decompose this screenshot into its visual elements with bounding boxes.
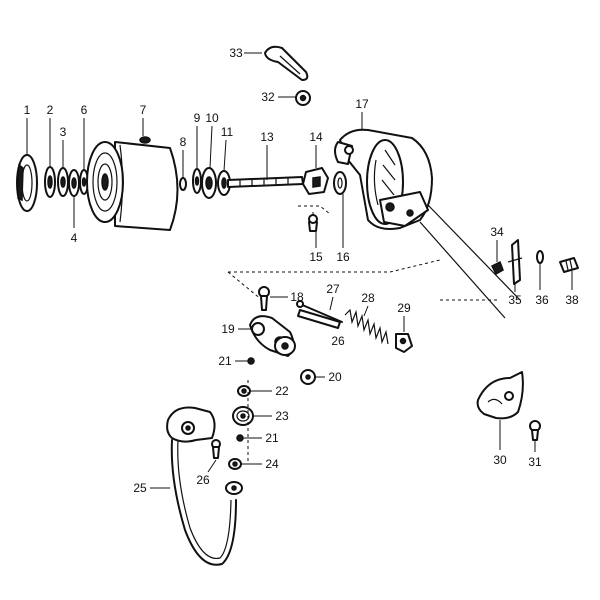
label-21b: 21 xyxy=(265,431,279,445)
dashed-guide-15 xyxy=(298,205,331,215)
part-13-main-shaft xyxy=(227,176,304,188)
label-13: 13 xyxy=(260,130,274,144)
part-14-pinion xyxy=(302,167,329,195)
part-7-spool xyxy=(86,136,179,231)
label-32: 32 xyxy=(261,90,275,104)
label-26-lower: 26 xyxy=(196,473,210,487)
label-31: 31 xyxy=(528,455,542,469)
label-36: 36 xyxy=(535,293,549,307)
part-16-bearing xyxy=(333,171,347,195)
label-27: 27 xyxy=(326,282,340,296)
label-15: 15 xyxy=(309,250,323,264)
label-6: 6 xyxy=(81,103,88,117)
label-38: 38 xyxy=(565,293,579,307)
part-27-rod xyxy=(296,300,343,323)
part-30-cover xyxy=(476,371,524,420)
label-24: 24 xyxy=(265,457,279,471)
label-29: 29 xyxy=(397,301,411,315)
part-26-pin-upper xyxy=(297,309,341,329)
label-14: 14 xyxy=(309,130,323,144)
label-28: 28 xyxy=(361,291,375,305)
label-8: 8 xyxy=(180,135,187,149)
label-18: 18 xyxy=(290,290,304,304)
label-21a: 21 xyxy=(218,354,232,368)
dashed-guide-upper xyxy=(228,259,441,273)
label-22: 22 xyxy=(275,384,289,398)
bail-assembly xyxy=(166,259,500,566)
part-35-stopper xyxy=(507,239,523,285)
part-9-washer xyxy=(192,168,202,194)
part-1-drag-knob xyxy=(16,154,38,212)
label-25: 25 xyxy=(133,481,147,495)
label-34: 34 xyxy=(490,225,504,239)
label-33: 33 xyxy=(229,46,243,60)
part-3-drag-washer xyxy=(57,167,69,197)
label-26-upper: 26 xyxy=(331,334,345,348)
part-25-bail-wire xyxy=(166,406,243,566)
label-3: 3 xyxy=(60,125,67,139)
part-24-screw xyxy=(228,458,242,470)
part-21-washer-lower xyxy=(236,434,244,442)
part-8-clip xyxy=(179,177,187,191)
dashed-guide-left xyxy=(227,271,263,301)
part-29-cap xyxy=(395,333,413,353)
label-1: 1 xyxy=(24,103,31,117)
part-21-washer-upper xyxy=(247,357,255,365)
label-17: 17 xyxy=(355,97,369,111)
part-26-pin-lower xyxy=(211,439,221,459)
label-20: 20 xyxy=(328,370,342,384)
part-2-washer xyxy=(44,166,56,198)
part-20-screw xyxy=(300,369,316,385)
label-19: 19 xyxy=(221,322,235,336)
part-22-bush xyxy=(237,385,251,397)
part-31-screw xyxy=(529,420,541,441)
spool-assembly xyxy=(16,136,304,231)
part-23-line-roller xyxy=(232,406,254,426)
label-10: 10 xyxy=(205,111,219,125)
part-19-bail-arm xyxy=(249,315,296,357)
label-16: 16 xyxy=(336,250,350,264)
label-4: 4 xyxy=(71,231,78,245)
label-11: 11 xyxy=(221,125,234,139)
label-30: 30 xyxy=(493,453,507,467)
part-33-handle-knob xyxy=(264,45,309,81)
part-28-spring xyxy=(344,308,389,345)
part-4-drag-washer xyxy=(68,169,80,197)
label-35: 35 xyxy=(508,293,522,307)
label-7: 7 xyxy=(140,103,147,117)
part-36-washer xyxy=(536,250,544,264)
label-9: 9 xyxy=(194,111,201,125)
part-32-nut xyxy=(295,90,311,106)
part-15-screw xyxy=(308,214,318,232)
part-38-screw xyxy=(559,257,579,273)
leader-lines xyxy=(26,52,573,489)
part-18-screw xyxy=(258,286,270,311)
right-side-parts xyxy=(476,239,579,441)
part-17-reel-body xyxy=(334,128,521,319)
body-assembly xyxy=(264,45,521,319)
label-23: 23 xyxy=(275,409,289,423)
part-34-screw xyxy=(490,260,504,276)
part-10-spool-holder xyxy=(201,167,217,199)
part-number-labels: 1 2 3 4 6 7 8 9 10 11 13 14 15 16 17 33 … xyxy=(24,46,579,495)
label-2: 2 xyxy=(47,103,54,117)
frame-edge-line xyxy=(427,204,521,301)
